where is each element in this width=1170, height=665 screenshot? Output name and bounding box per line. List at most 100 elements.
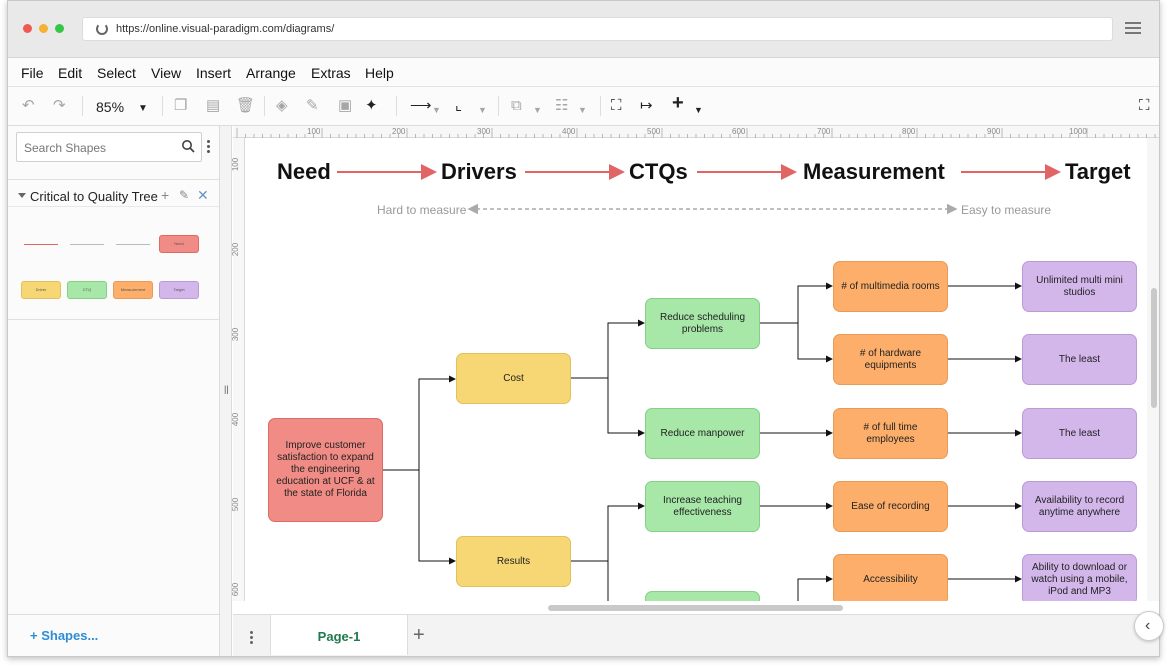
- search-icon[interactable]: [181, 139, 195, 153]
- ctq-node-manpower[interactable]: Reduce manpower: [645, 408, 760, 459]
- connector-dropdown-icon[interactable]: ▼: [432, 105, 441, 115]
- ctq-node-scheduling[interactable]: Reduce scheduling problems: [645, 298, 760, 349]
- collapse-caret-icon[interactable]: [18, 193, 26, 198]
- paste-icon[interactable]: ▤: [206, 97, 221, 114]
- fit-page-icon[interactable]: ⛶: [611, 97, 622, 114]
- shape-gray-arrow[interactable]: [70, 244, 104, 245]
- zoom-level[interactable]: 85%: [96, 99, 125, 115]
- shadow-icon[interactable]: ▣: [338, 97, 353, 114]
- minimize-window-dot[interactable]: [39, 24, 48, 33]
- maximize-window-dot[interactable]: [55, 24, 64, 33]
- connector-layer: [337, 164, 1061, 601]
- address-bar[interactable]: https://online.visual-paradigm.com/diagr…: [82, 17, 1113, 41]
- header-need[interactable]: Need: [277, 159, 331, 184]
- shape-dashed-arrow[interactable]: [116, 244, 150, 245]
- add-icon[interactable]: +: [161, 187, 170, 203]
- shape-target[interactable]: Target: [159, 281, 199, 299]
- align-dropdown-icon[interactable]: ▼: [578, 105, 587, 115]
- search-shapes-input[interactable]: Search Shapes: [16, 132, 202, 162]
- header-drivers[interactable]: Drivers: [441, 159, 517, 184]
- target-node-least-1[interactable]: The least: [1022, 334, 1137, 385]
- horizontal-scrollbar[interactable]: [548, 605, 843, 611]
- target-node-least-2[interactable]: The least: [1022, 408, 1137, 459]
- shape-red-arrow[interactable]: [24, 244, 58, 245]
- conn-sched-hardware: [797, 323, 833, 363]
- fill-color-icon[interactable]: ◈: [276, 97, 288, 114]
- browser-chrome: https://online.visual-paradigm.com/diagr…: [8, 1, 1159, 58]
- redo-icon[interactable]: ↷: [53, 97, 66, 114]
- page-tab-bar: Page-1 +: [233, 614, 1159, 656]
- close-window-dot[interactable]: [23, 24, 32, 33]
- fullscreen-icon[interactable]: ⛶: [1139, 97, 1150, 114]
- vertical-scrollbar[interactable]: [1147, 138, 1159, 601]
- zoom-dropdown-icon[interactable]: ▼: [138, 103, 148, 114]
- ctq-node-teaching[interactable]: Increase teaching effectiveness: [645, 481, 760, 532]
- sidebar-splitter[interactable]: ||: [220, 126, 232, 656]
- arrange-dropdown-icon[interactable]: ▼: [533, 105, 542, 115]
- measurement-node-recording[interactable]: Ease of recording: [833, 481, 948, 532]
- sidebar-footer: + Shapes...: [8, 614, 219, 656]
- shapes-sidebar: Search Shapes Critical to Quality Tree +…: [8, 126, 220, 656]
- close-library-icon[interactable]: ✕: [197, 187, 209, 203]
- shape-ctq[interactable]: CTQ: [67, 281, 107, 299]
- menu-file[interactable]: File: [21, 65, 44, 81]
- waypoint-style-icon[interactable]: ⌞: [455, 97, 463, 114]
- copy-icon[interactable]: ❐: [174, 97, 188, 114]
- arrange-icon[interactable]: ⧉: [511, 97, 522, 114]
- menu-edit[interactable]: Edit: [58, 65, 83, 81]
- connector-style-icon[interactable]: ⟶: [410, 97, 432, 114]
- easy-to-measure-label[interactable]: Easy to measure: [961, 203, 1052, 217]
- page-tab-1[interactable]: Page-1: [270, 615, 408, 655]
- target-node-studios[interactable]: Unlimited multi mini studios: [1022, 261, 1137, 312]
- hard-to-measure-label[interactable]: Hard to measure: [377, 203, 467, 217]
- shape-need[interactable]: Need: [159, 235, 199, 253]
- need-node[interactable]: Improve customer satisfaction to expand …: [268, 418, 383, 522]
- add-page-icon[interactable]: +: [413, 624, 425, 646]
- menu-extras[interactable]: Extras: [311, 65, 351, 81]
- page-size-icon[interactable]: ↦: [640, 97, 653, 114]
- collapse-panel-button[interactable]: ‹: [1134, 611, 1164, 641]
- header-measurement[interactable]: Measurement: [803, 159, 945, 184]
- conn-access: [797, 575, 833, 601]
- waypoint-dropdown-icon[interactable]: ▼: [478, 105, 487, 115]
- shape-driver[interactable]: Driver: [21, 281, 61, 299]
- insert-plus-icon[interactable]: +: [672, 92, 684, 114]
- line-color-icon[interactable]: ✎: [306, 97, 319, 114]
- measurement-node-hardware[interactable]: # of hardware equipments: [833, 334, 948, 385]
- more-shapes-button[interactable]: + Shapes...: [30, 628, 99, 643]
- menu-arrange[interactable]: Arrange: [246, 65, 296, 81]
- menu-view[interactable]: View: [151, 65, 182, 81]
- align-icon[interactable]: ☷: [555, 97, 569, 114]
- measurement-node-accessibility[interactable]: Accessibility: [833, 554, 948, 601]
- sidebar-options-icon[interactable]: [207, 140, 210, 155]
- driver-node-results[interactable]: Results: [456, 536, 571, 587]
- format-painter-icon[interactable]: ✦: [365, 97, 378, 114]
- conn-sched-rooms: [760, 282, 833, 324]
- delete-icon[interactable]: 🗑: [236, 97, 256, 114]
- conn-need-results: [418, 470, 456, 565]
- menu-bar: File Edit Select View Insert Arrange Ext…: [8, 58, 1159, 87]
- reload-icon[interactable]: [96, 23, 108, 35]
- menu-select[interactable]: Select: [97, 65, 136, 81]
- header-target[interactable]: Target: [1065, 159, 1131, 184]
- search-placeholder: Search Shapes: [24, 141, 107, 155]
- ctq-node-offscreen[interactable]: [645, 591, 760, 601]
- diagram-canvas[interactable]: Need Drivers CTQs Measurement Target Har…: [245, 138, 1147, 601]
- conn-cost-manpower: [607, 378, 645, 437]
- page-options-icon[interactable]: [250, 631, 253, 646]
- measurement-node-employees[interactable]: # of full time employees: [833, 408, 948, 459]
- target-node-record[interactable]: Availability to record anytime anywhere: [1022, 481, 1137, 532]
- undo-icon[interactable]: ↶: [22, 97, 35, 114]
- driver-node-cost[interactable]: Cost: [456, 353, 571, 404]
- menu-insert[interactable]: Insert: [196, 65, 232, 81]
- target-node-download[interactable]: Ability to download or watch using a mob…: [1022, 554, 1137, 601]
- menu-help[interactable]: Help: [365, 65, 394, 81]
- library-header[interactable]: Critical to Quality Tree + ✎ ✕: [8, 179, 219, 207]
- edit-icon[interactable]: ✎: [179, 188, 190, 202]
- app-window: https://online.visual-paradigm.com/diagr…: [7, 0, 1160, 657]
- shape-measurement[interactable]: Measurement: [113, 281, 153, 299]
- header-ctqs[interactable]: CTQs: [629, 159, 688, 184]
- insert-dropdown-icon[interactable]: ▼: [694, 105, 703, 115]
- measurement-node-rooms[interactable]: # of multimedia rooms: [833, 261, 948, 312]
- browser-menu-icon[interactable]: [1125, 22, 1141, 34]
